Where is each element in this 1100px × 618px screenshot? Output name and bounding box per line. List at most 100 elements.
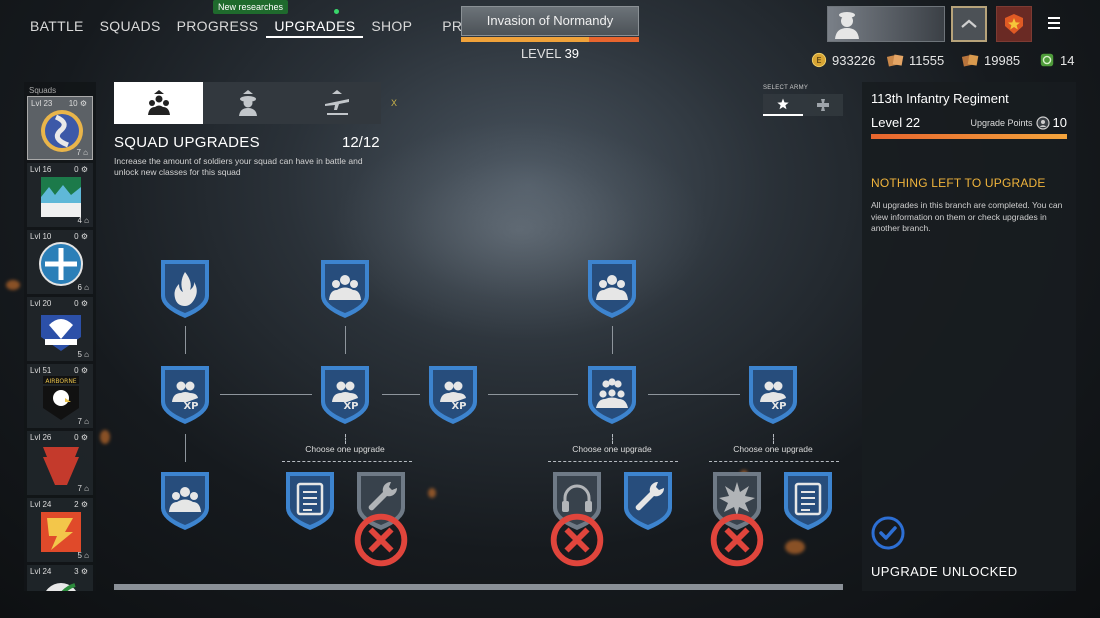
squad-card-points: 3 ⚙ xyxy=(74,567,88,576)
upgrade-node-wrench-2[interactable] xyxy=(620,468,676,532)
locked-cross-icon xyxy=(709,508,764,567)
campaign-selector[interactable]: Invasion of Normandy xyxy=(461,6,639,36)
hamburger-menu-icon[interactable] xyxy=(1048,14,1066,32)
squad-card-level: Lvl 24 xyxy=(30,567,52,576)
squad-card-soldier-count: 4 ⌂ xyxy=(77,216,89,225)
squad-card-soldier-count: 6 ⌂ xyxy=(77,283,89,292)
eagle-airborne-emblem-icon: AIRBORNE xyxy=(43,376,79,420)
nav-shop[interactable]: SHOP xyxy=(371,18,413,34)
choose-one-divider xyxy=(548,461,678,462)
tree-connector xyxy=(382,394,420,395)
squad-card-level: Lvl 51 xyxy=(30,366,52,375)
svg-text:XP: XP xyxy=(343,401,358,412)
orders-a-currency: 11555 xyxy=(887,52,944,68)
nav-battle[interactable]: BATTLE xyxy=(30,18,84,34)
upgrade-node-xp-1[interactable]: XP xyxy=(157,362,213,426)
upgrade-shield-icon xyxy=(588,260,636,318)
silver-amount: 933226 xyxy=(832,52,876,68)
squad-card-level: Lvl 23 xyxy=(31,99,53,108)
upgrade-shield-icon xyxy=(784,472,832,530)
upgrade-node-xp-2[interactable]: XP xyxy=(317,362,373,426)
upgrade-node-flamethrower[interactable] xyxy=(157,256,213,320)
select-army-label: SELECT ARMY xyxy=(763,85,809,91)
squad-card-soldier-count: 7 ⌂ xyxy=(77,417,89,426)
nav-progress[interactable]: PROGRESS xyxy=(176,18,259,34)
upgrade-node-list-1[interactable] xyxy=(282,468,338,532)
squad-card-points: 0 ⚙ xyxy=(74,366,88,375)
nav-squads[interactable]: SQUADS xyxy=(99,18,161,34)
ember-particle xyxy=(6,280,20,290)
nothing-left-heading: NOTHING LEFT TO UPGRADE xyxy=(871,176,1046,190)
upgrade-node-wrench-1[interactable] xyxy=(353,468,409,567)
tree-connector xyxy=(185,326,186,354)
large-squad-icon xyxy=(596,378,628,408)
order-cards-icon xyxy=(887,54,904,67)
rank-button[interactable] xyxy=(951,6,987,42)
keystone-emblem-icon xyxy=(43,447,79,485)
upgrade-shield-icon: XP xyxy=(749,366,797,424)
weapon-upgrade-icon xyxy=(324,90,349,115)
squad-level: Level 22 xyxy=(871,115,921,130)
svg-text:XP: XP xyxy=(183,401,198,412)
campaign-level: LEVEL 39 xyxy=(461,46,639,61)
squad-card-points: 2 ⚙ xyxy=(74,500,88,509)
wrench-icon xyxy=(635,481,665,511)
squad-upgrades-count: 12/12 xyxy=(342,134,380,151)
choose-one-label: Choose one upgrade xyxy=(572,444,652,454)
upgrade-shield-icon xyxy=(321,260,369,318)
squad-xp-icon: XP xyxy=(172,381,199,412)
upgrade-node-radio-1[interactable] xyxy=(549,468,605,567)
squad-upgrades-description: Increase the amount of soldiers your squ… xyxy=(114,156,363,177)
achievements-button[interactable] xyxy=(996,6,1032,42)
army-axis-tab[interactable] xyxy=(803,94,843,116)
tab-squad-upgrades[interactable] xyxy=(114,82,203,124)
tree-connector xyxy=(185,434,186,462)
upgrade-shield-icon xyxy=(286,472,334,530)
level-value: 39 xyxy=(564,46,580,61)
upgrade-node-xp-4[interactable]: XP xyxy=(745,362,801,426)
squad-card[interactable]: Lvl 24 3 ⚙ xyxy=(27,565,93,591)
choose-one-label: Choose one upgrade xyxy=(305,444,385,454)
upgrade-points-value: 10 xyxy=(1052,115,1067,130)
orders-b-currency: 19985 xyxy=(962,52,1020,68)
tree-scrollbar[interactable] xyxy=(114,584,843,590)
upgrade-node-squad-size-3[interactable] xyxy=(157,468,213,532)
upgrade-node-squad-size-2[interactable] xyxy=(584,256,640,320)
orders-a-amount: 11555 xyxy=(909,52,945,68)
squad-upgrades-title: SQUAD UPGRADES xyxy=(114,134,260,151)
new-researches-badge: New researches xyxy=(213,0,289,14)
squad-upgrade-icon xyxy=(147,90,170,115)
upgrade-node-list-2[interactable] xyxy=(780,468,836,532)
upgrade-node-squad-size-1[interactable] xyxy=(317,256,373,320)
upgrade-shield-icon xyxy=(553,472,601,530)
upgrade-node-big-squad[interactable] xyxy=(584,362,640,426)
tickets-currency: 14 xyxy=(1038,52,1074,68)
nav-upgrades[interactable]: UPGRADES xyxy=(266,14,364,38)
star-medal-icon xyxy=(1005,14,1023,34)
svg-text:XP: XP xyxy=(771,401,786,412)
squad-card-points: 10 ⚙ xyxy=(68,99,87,108)
soldier-upgrade-icon xyxy=(238,90,257,116)
player-profile[interactable] xyxy=(827,6,945,42)
army-allies-tab[interactable] xyxy=(763,94,803,116)
upgrade-node-explosion-1[interactable] xyxy=(709,468,765,567)
army-selector xyxy=(763,94,843,116)
tab-weapon-upgrades[interactable] xyxy=(292,82,381,124)
squad-card-soldier-count: 5 ⌂ xyxy=(77,551,89,560)
squad-card-points: 0 ⚙ xyxy=(74,165,88,174)
orders-b-amount: 19985 xyxy=(984,52,1021,68)
star-icon xyxy=(777,98,789,110)
upgrade-node-xp-3[interactable]: XP xyxy=(425,362,481,426)
tab-soldier-upgrades[interactable] xyxy=(203,82,292,124)
ember-particle xyxy=(100,430,110,444)
squads-title: Squads xyxy=(29,86,57,95)
